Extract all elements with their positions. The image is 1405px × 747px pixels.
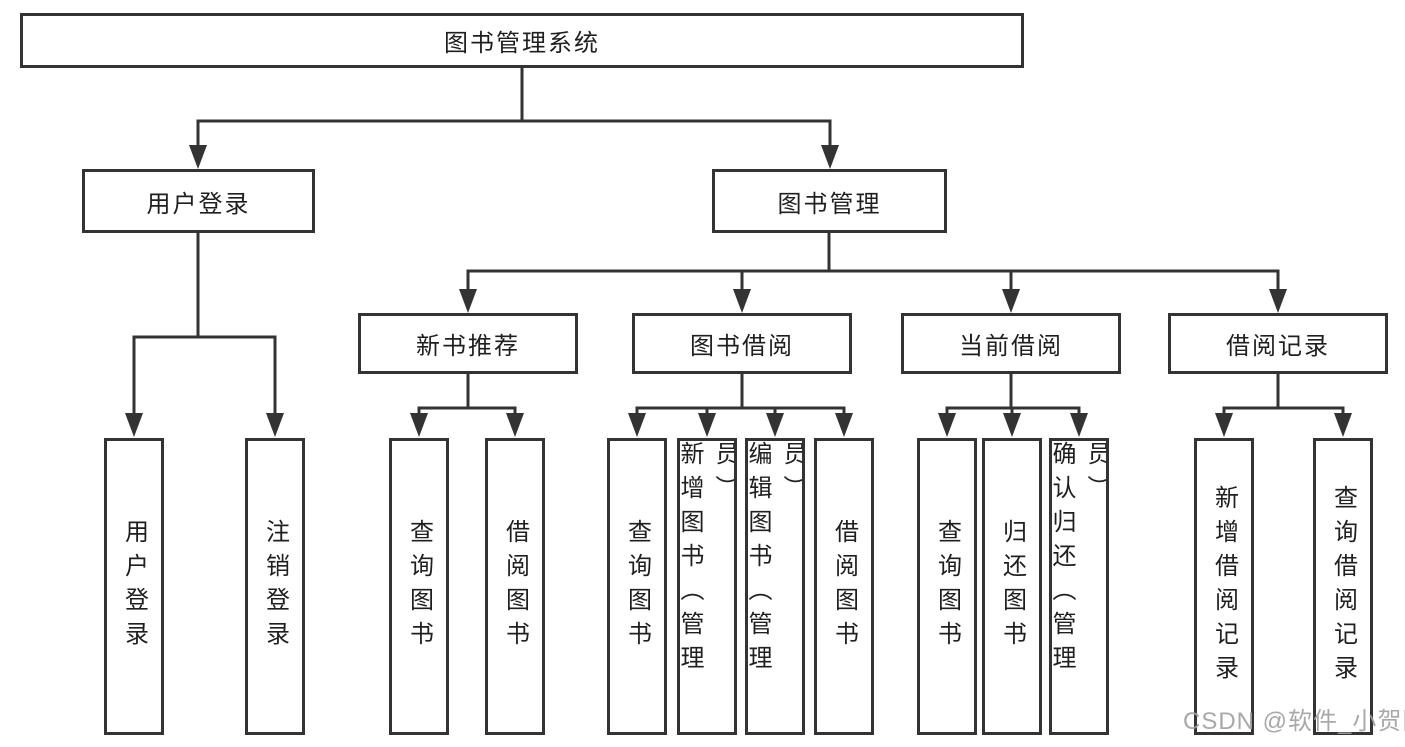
node-book-borrowing: 图书借阅 xyxy=(632,313,852,374)
node-query-books-current: 查询图书 xyxy=(917,438,977,735)
node-query-books-borrowing: 查询图书 xyxy=(607,438,667,735)
csdn-watermark: CSDN @软件_小贺同学 xyxy=(1183,708,1405,735)
node-query-borrow-record: 查询借阅记录 xyxy=(1313,438,1373,735)
node-root-library-system: 图书管理系统 xyxy=(20,13,1024,68)
node-return-books: 归还图书 xyxy=(982,438,1042,735)
arrowheads xyxy=(125,145,1352,437)
node-book-management: 图书管理 xyxy=(712,169,947,233)
node-logout: 注销登录 xyxy=(245,438,305,735)
node-current-borrowing: 当前借阅 xyxy=(901,313,1121,374)
node-add-borrow-record: 新增借阅记录 xyxy=(1194,438,1254,735)
node-add-books-admin: 新增图书（管理员） xyxy=(677,438,737,735)
node-new-book-recommend: 新书推荐 xyxy=(358,313,578,374)
node-user-login-leaf: 用户登录 xyxy=(104,438,164,735)
node-borrow-books-borrowing: 借阅图书 xyxy=(814,438,874,735)
node-edit-books-admin: 编辑图书（管理员） xyxy=(745,438,805,735)
node-confirm-return-admin: 确认归还（管理员） xyxy=(1049,438,1109,735)
node-borrowing-records: 借阅记录 xyxy=(1168,313,1388,374)
node-user-login: 用户登录 xyxy=(82,169,315,233)
node-query-books-recommend: 查询图书 xyxy=(389,438,449,735)
node-borrow-books-recommend: 借阅图书 xyxy=(485,438,545,735)
